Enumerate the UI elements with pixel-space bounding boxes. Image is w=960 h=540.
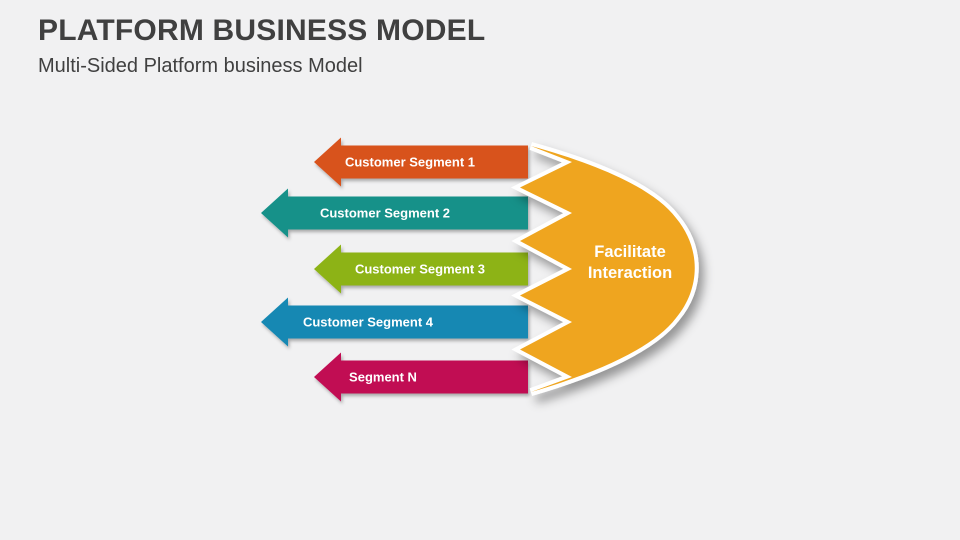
segment-arrow-1 <box>314 137 528 187</box>
segment-label-4: Customer Segment 4 <box>303 315 434 330</box>
segment-labels: Customer Segment 1 Customer Segment 2 Cu… <box>303 155 485 385</box>
segment-label-3: Customer Segment 3 <box>355 262 485 277</box>
slide-title: PLATFORM BUSINESS MODEL <box>38 14 486 47</box>
facilitate-hub-label-line2: Interaction <box>588 264 672 282</box>
segment-arrow-5 <box>314 352 528 402</box>
slide-subtitle: Multi-Sided Platform business Model <box>38 55 363 77</box>
facilitate-hub: Facilitate Interaction <box>510 142 699 396</box>
segment-arrows <box>261 137 528 402</box>
segment-arrow-3 <box>314 244 528 294</box>
segment-label-2: Customer Segment 2 <box>320 206 450 221</box>
segment-label-1: Customer Segment 1 <box>345 155 475 170</box>
segment-arrow-4 <box>261 297 528 347</box>
segment-label-5: Segment N <box>349 370 417 385</box>
segment-arrow-2 <box>261 188 528 238</box>
slide-header: PLATFORM BUSINESS MODEL Multi-Sided Plat… <box>38 14 485 78</box>
facilitate-hub-shape <box>520 146 695 392</box>
facilitate-hub-label-line1: Facilitate <box>594 243 666 261</box>
